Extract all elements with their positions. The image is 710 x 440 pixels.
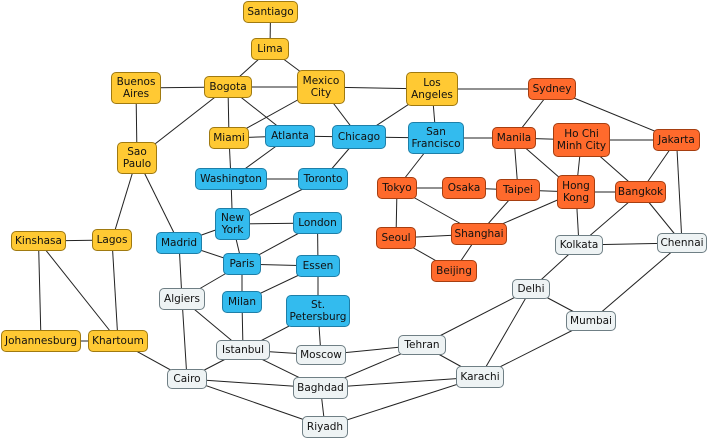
node-delhi[interactable]: Delhi: [512, 279, 550, 299]
node-toronto[interactable]: Toronto: [298, 168, 348, 190]
node-mumbai[interactable]: Mumbai: [566, 311, 616, 331]
edge-delhi-karachi: [479, 288, 532, 378]
node-lima[interactable]: Lima: [251, 38, 289, 60]
edge-chennai-mumbai: [590, 242, 683, 322]
node-milan[interactable]: Milan: [222, 291, 262, 313]
node-baghdad[interactable]: Baghdad: [293, 377, 348, 399]
edge-karachi-riyadh: [324, 376, 481, 428]
node-algiers[interactable]: Algiers: [159, 288, 205, 310]
node-karachi[interactable]: Karachi: [456, 366, 504, 388]
node-bogota[interactable]: Bogota: [204, 76, 252, 98]
node-miami[interactable]: Miami: [209, 127, 249, 149]
node-jakarta[interactable]: Jakarta: [653, 129, 700, 151]
node-seoul[interactable]: Seoul: [376, 227, 416, 249]
node-beijing[interactable]: Beijing: [431, 260, 477, 282]
node-taipei[interactable]: Taipei: [496, 179, 540, 201]
node-tokyo[interactable]: Tokyo: [377, 177, 417, 199]
node-madrid[interactable]: Madrid: [156, 232, 202, 254]
node-lagos[interactable]: Lagos: [92, 229, 132, 251]
edge-algiers-cairo: [181, 298, 188, 380]
node-cairo[interactable]: Cairo: [167, 369, 207, 389]
node-chennai[interactable]: Chennai: [657, 233, 707, 253]
node-shanghai[interactable]: Shanghai: [451, 223, 507, 245]
node-washington[interactable]: Washington: [195, 168, 267, 190]
node-mexico-city[interactable]: Mexico City: [297, 70, 345, 104]
node-manila[interactable]: Manila: [492, 127, 536, 149]
node-tehran[interactable]: Tehran: [398, 335, 446, 355]
node-khartoum[interactable]: Khartoum: [88, 330, 148, 352]
node-new-york[interactable]: New York: [215, 208, 250, 240]
node-osaka[interactable]: Osaka: [442, 177, 486, 199]
edge-lagos-khartoum: [111, 239, 119, 342]
node-kolkata[interactable]: Kolkata: [555, 235, 603, 255]
node-san-francisco[interactable]: San Francisco: [408, 122, 464, 154]
edge-jakarta-chennai: [676, 139, 683, 244]
node-atlanta[interactable]: Atlanta: [265, 125, 315, 147]
node-istanbul[interactable]: Istanbul: [216, 340, 270, 360]
node-st-petersburg[interactable]: St. Petersburg: [286, 295, 350, 327]
node-bangkok[interactable]: Bangkok: [615, 181, 666, 203]
node-los-angeles[interactable]: Los Angeles: [406, 72, 458, 106]
node-riyadh[interactable]: Riyadh: [302, 416, 348, 438]
node-santiago[interactable]: Santiago: [243, 1, 298, 23]
node-paris[interactable]: Paris: [223, 253, 261, 275]
node-sao-paulo[interactable]: Sao Paulo: [117, 142, 157, 174]
edge-kinshasa-johannesburg: [38, 240, 42, 342]
node-chicago[interactable]: Chicago: [332, 125, 386, 149]
node-kinshasa[interactable]: Kinshasa: [11, 231, 66, 251]
node-johannesburg[interactable]: Johannesburg: [1, 330, 81, 352]
node-hong-kong[interactable]: Hong Kong: [557, 175, 595, 209]
node-london[interactable]: London: [293, 212, 342, 234]
edge-kinshasa-khartoum: [38, 240, 119, 342]
node-buenos-aires[interactable]: Buenos Aires: [111, 72, 161, 104]
node-sydney[interactable]: Sydney: [528, 78, 576, 100]
node-ho-chi-minh-city[interactable]: Ho Chi Minh City: [553, 123, 610, 157]
node-essen[interactable]: Essen: [296, 255, 340, 277]
node-moscow[interactable]: Moscow: [296, 345, 346, 365]
